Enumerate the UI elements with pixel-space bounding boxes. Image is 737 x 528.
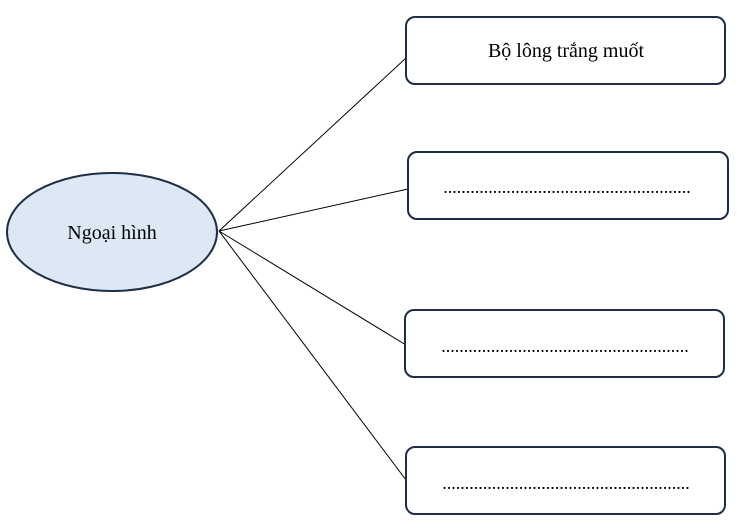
connector-line-4 — [218, 230, 407, 481]
connector-line-2 — [218, 188, 409, 232]
box-node-4-shape — [405, 446, 726, 515]
connector-line-1 — [218, 57, 407, 232]
connector-line-3 — [218, 230, 407, 346]
box-node-3-label: ........................................… — [441, 336, 689, 356]
box-node-3-shape — [404, 309, 725, 378]
box-node-2-shape — [407, 151, 729, 220]
box-node-4: ........................................… — [405, 446, 726, 515]
box-node-2-label: ........................................… — [443, 177, 691, 197]
center-node-shape — [6, 172, 218, 292]
connectors — [218, 57, 409, 481]
box-node-3: ........................................… — [404, 309, 725, 378]
box-node-1-shape — [405, 16, 726, 85]
box-node-1: Bộ lông trắng muốt — [405, 16, 726, 85]
box-node-2: ........................................… — [407, 151, 729, 220]
box-node-1-label: Bộ lông trắng muốt — [488, 40, 645, 62]
center-node-label: Ngoại hình — [67, 222, 156, 244]
center-node: Ngoại hình — [6, 172, 218, 292]
box-node-4-label: ........................................… — [442, 473, 690, 493]
